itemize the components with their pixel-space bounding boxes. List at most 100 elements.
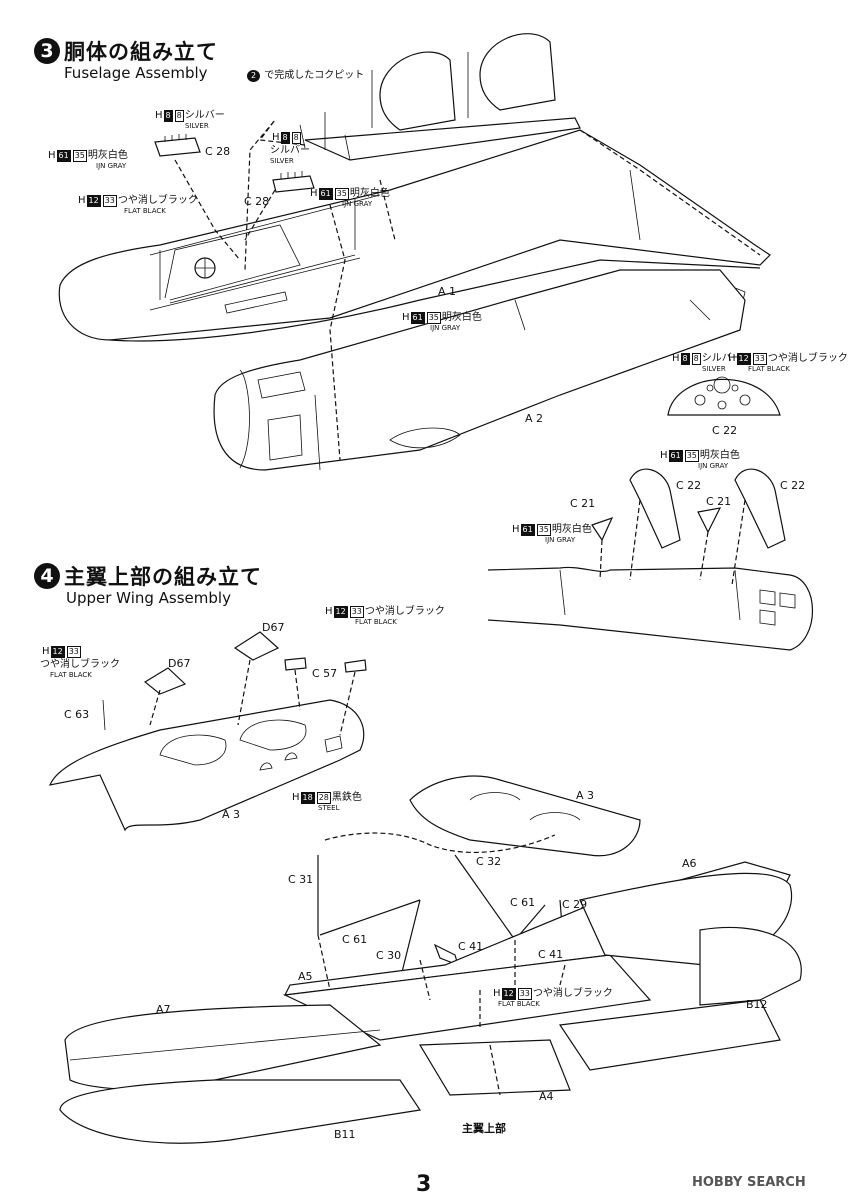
paint-code: H xyxy=(660,450,668,461)
paint-name-jp: つや消しブラック xyxy=(767,353,848,364)
paint-mr-color-number: 33 xyxy=(66,646,81,658)
part-d67-a: D67 xyxy=(262,621,285,634)
paint-hobby-color-number: 12 xyxy=(501,988,516,1000)
paint-name-jp: つや消しブラック xyxy=(117,195,198,206)
paint-hobby-color-number: 12 xyxy=(736,353,751,365)
paint-code: H xyxy=(402,312,410,323)
step4-title-jp: 主翼上部の組み立て xyxy=(64,565,262,589)
upper-wing-caption: 主翼上部 xyxy=(462,1122,506,1135)
step-number-4: 4 xyxy=(34,563,60,589)
paint-hobby-color-number: 61 xyxy=(410,312,425,324)
part-a1: A 1 xyxy=(438,285,457,298)
paint-mr-color-number: 33 xyxy=(102,195,117,207)
paint-mr-color-number: 35 xyxy=(536,524,551,536)
paint-mr-color-number: 8 xyxy=(691,353,701,365)
part-b12: B12 xyxy=(746,998,768,1011)
paint-name-en: SILVER xyxy=(185,122,209,130)
part-c21-b: C 21 xyxy=(706,495,732,508)
step3-title-en: Fuselage Assembly xyxy=(64,64,208,82)
paint-name-jp: つや消しブラック xyxy=(532,988,613,999)
paint-mr-color-number: 8 xyxy=(174,110,184,122)
paint-code: H xyxy=(78,195,86,206)
part-c63: C 63 xyxy=(64,708,90,721)
paint-name-en: IJN GRAY xyxy=(342,200,373,208)
fuselage-drawing xyxy=(58,33,781,471)
part-c32: C 32 xyxy=(476,855,502,868)
paint-name-en: SILVER xyxy=(702,365,726,373)
paint-hobby-color-number: 12 xyxy=(86,195,101,207)
part-c22-a: C 22 xyxy=(712,424,738,437)
paint-mr-color-number: 33 xyxy=(349,606,364,618)
paint-name-en: FLAT BLACK xyxy=(498,1000,540,1008)
paint-code: H xyxy=(310,188,318,199)
paint-name-en: STEEL xyxy=(318,804,340,812)
paint-mr-color-number: 28 xyxy=(316,792,331,804)
watermark: HOBBY SEARCH xyxy=(692,1175,806,1190)
paint-hobby-color-number: 8 xyxy=(163,110,173,122)
paint-code: H xyxy=(48,150,56,161)
part-c41-b: C 41 xyxy=(538,948,564,961)
paint-name-jp: シルバー xyxy=(701,353,742,364)
part-c41-a: C 41 xyxy=(458,940,484,953)
paint-hobby-color-number: 8 xyxy=(280,132,290,144)
part-c57: C 57 xyxy=(312,667,338,680)
paint-mr-color-number: 33 xyxy=(752,353,767,365)
paint-hobby-color-number: 61 xyxy=(56,150,71,162)
part-a2: A 2 xyxy=(525,412,544,425)
paint-code: H xyxy=(672,353,680,364)
paint-name-en: IJN GRAY xyxy=(545,536,576,544)
cockpit-panel-drawing xyxy=(487,468,814,651)
part-a6: A6 xyxy=(682,857,697,870)
part-c30: C 30 xyxy=(376,949,402,962)
paint-name-jp: 明灰白色 xyxy=(551,524,592,535)
part-c29: C 29 xyxy=(562,898,588,911)
paint-code: H xyxy=(493,988,501,999)
part-c31: C 31 xyxy=(288,873,314,886)
paint-mr-color-number: 35 xyxy=(334,188,349,200)
paint-code: H xyxy=(512,524,520,535)
paint-name-en: IJN GRAY xyxy=(698,462,729,470)
paint-name-jp: 黒鉄色 xyxy=(331,792,362,803)
part-a5: A5 xyxy=(298,970,313,983)
paint-name-jp: 明灰白色 xyxy=(349,188,390,199)
paint-code: H xyxy=(155,110,163,121)
paint-name-en: FLAT BLACK xyxy=(355,618,397,626)
paint-hobby-color-number: 61 xyxy=(318,188,333,200)
paint-hobby-color-number: 61 xyxy=(668,450,683,462)
paint-code: H xyxy=(272,132,280,143)
fuselage-guide-lines xyxy=(174,119,761,461)
step-number-3: 3 xyxy=(34,38,60,64)
paint-name-jp: シルバー xyxy=(270,145,310,156)
paint-mr-color-number: 33 xyxy=(517,988,532,1000)
paint-name-jp: つや消しブラック xyxy=(364,606,445,617)
upper-wing-drawing xyxy=(49,631,802,1144)
part-d67-b: D67 xyxy=(168,657,191,670)
paint-hobby-color-number: 61 xyxy=(520,524,535,536)
paint-name-jp: 明灰白色 xyxy=(441,312,482,323)
part-a3-b: A 3 xyxy=(576,789,595,802)
paint-hobby-color-number: 18 xyxy=(300,792,315,804)
part-c28-a: C 28 xyxy=(205,145,231,158)
paint-code: H xyxy=(292,792,300,803)
paint-mr-color-number: 8 xyxy=(291,132,301,144)
cockpit-note-number: 2 xyxy=(247,70,261,82)
paint-name-jp: つや消しブラック xyxy=(40,659,120,670)
part-c61-a: C 61 xyxy=(342,933,368,946)
paint-name-en: SILVER xyxy=(270,157,294,165)
part-c28-b: C 28 xyxy=(244,195,270,208)
part-c21-a: C 21 xyxy=(570,497,596,510)
paint-name-en: FLAT BLACK xyxy=(50,671,92,679)
paint-name-en: FLAT BLACK xyxy=(748,365,790,373)
